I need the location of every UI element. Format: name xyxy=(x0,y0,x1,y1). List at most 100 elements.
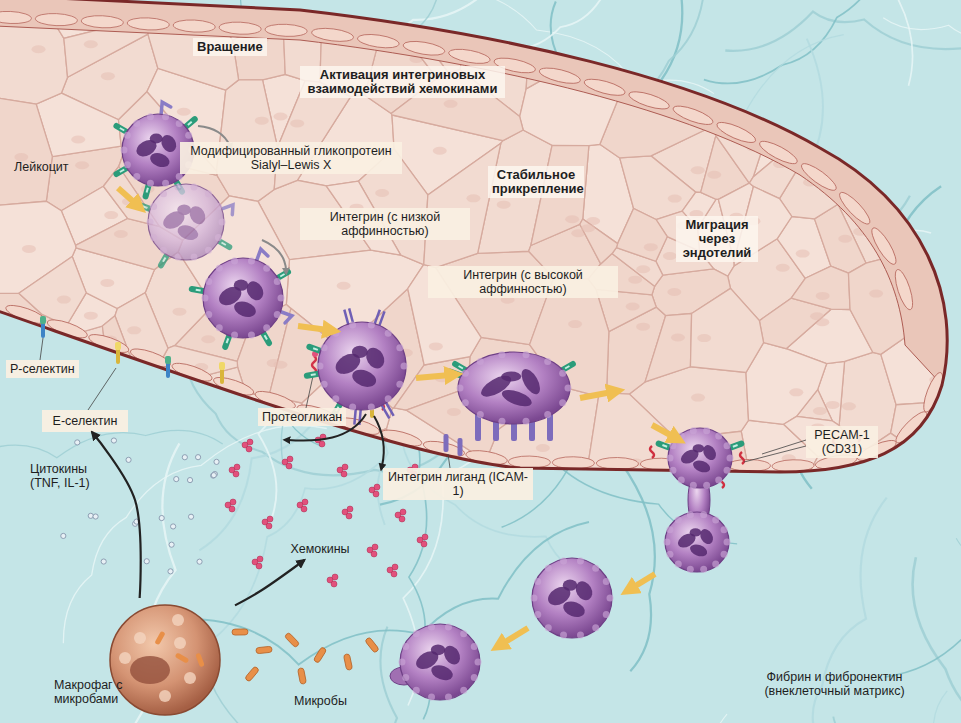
chemokine xyxy=(331,581,337,587)
membrane-ruffle xyxy=(666,526,673,533)
membrane-ruffle xyxy=(231,257,238,264)
molecule-label: PECAM-1 (CD31) xyxy=(806,426,878,458)
leukocyte xyxy=(139,183,233,265)
endothelial-cell xyxy=(140,420,226,495)
membrane-ruffle xyxy=(191,183,198,190)
cell-nucleus xyxy=(466,194,480,202)
wall-cell xyxy=(868,225,900,267)
cell-nucleus xyxy=(344,457,358,465)
ligand-stripe xyxy=(662,445,667,447)
membrane-ruffle xyxy=(278,295,285,302)
cell-nucleus xyxy=(337,282,351,290)
endothelial-cell xyxy=(583,393,676,495)
leukocyte xyxy=(450,351,573,424)
matrix-label: Фибрин и фибронектин (внеклеточный матри… xyxy=(742,668,927,700)
motion-arrows xyxy=(118,126,674,644)
signal-arrow xyxy=(92,432,141,598)
cell-nucleus xyxy=(201,335,215,343)
cell-nucleus xyxy=(100,279,114,287)
nucleus-lobe xyxy=(518,366,544,397)
nucleus-lobe xyxy=(698,527,716,547)
macrophage-body xyxy=(110,605,220,715)
cell-nucleus xyxy=(952,161,961,169)
membrane-ruffle xyxy=(690,482,697,489)
ingested-microbe xyxy=(195,653,204,668)
chemokine xyxy=(372,544,378,550)
chemokine xyxy=(371,551,377,557)
membrane-ruffle xyxy=(150,203,157,210)
membrane-ruffle xyxy=(603,611,610,618)
ligand-stripe xyxy=(196,289,201,292)
membrane-ruffle xyxy=(675,517,682,524)
cell-nucleus xyxy=(691,166,705,174)
e-selectin-head xyxy=(115,342,121,350)
ligand-stripe xyxy=(459,366,463,369)
cell-nucleus xyxy=(697,334,711,342)
membrane-ruffle xyxy=(248,257,255,264)
membrane-ruffle xyxy=(385,395,392,402)
cell-nucleus xyxy=(71,136,85,144)
cell-nucleus xyxy=(177,108,191,116)
cell-nucleus xyxy=(671,333,685,341)
nucleus-lobe xyxy=(352,346,368,358)
membrane-ruffle xyxy=(349,322,356,329)
wall-cell xyxy=(357,32,400,50)
nucleus-lobe xyxy=(691,458,712,474)
ligand-stripe xyxy=(120,170,124,173)
membrane-ruffle xyxy=(215,203,222,210)
leukocyte-body xyxy=(668,428,732,488)
ligand-stripe xyxy=(188,122,192,125)
membrane-ruffle xyxy=(368,403,375,410)
cell-nucleus xyxy=(594,23,608,31)
membrane-ruffle xyxy=(248,332,255,339)
ligand-stripe xyxy=(265,335,268,339)
chemokine xyxy=(400,509,406,515)
ingested-microbe xyxy=(175,652,190,663)
membrane-ruffle xyxy=(471,643,478,650)
membrane-ruffle xyxy=(462,370,469,377)
cell-nucleus xyxy=(104,211,118,219)
membrane-ruffle xyxy=(160,190,167,197)
wall-cell xyxy=(798,160,839,194)
wall-cell xyxy=(35,13,78,27)
membrane-ruffle xyxy=(724,442,731,449)
membrane-ruffle xyxy=(133,120,140,127)
cell-nucleus xyxy=(57,296,71,304)
endothelial-cell xyxy=(612,0,647,71)
membrane-ruffle xyxy=(534,578,541,585)
cytokine xyxy=(182,455,187,460)
endothelial-cell xyxy=(424,143,501,267)
membrane-ruffle xyxy=(191,254,198,261)
cytokine xyxy=(188,514,193,519)
ligand-stripe xyxy=(313,348,318,350)
wall-cell xyxy=(715,119,758,147)
endothelial-cell xyxy=(586,0,624,41)
cytokine xyxy=(134,519,139,524)
membrane-ruffle xyxy=(160,247,167,254)
chemokine xyxy=(421,541,427,547)
phagosome xyxy=(134,632,146,644)
microbe xyxy=(313,647,327,664)
cell-nucleus xyxy=(946,7,960,15)
chemokine xyxy=(302,499,308,505)
cytokine xyxy=(75,440,80,445)
endothelial-cell xyxy=(580,219,618,264)
pecam-1 xyxy=(650,446,654,458)
molecule-label: Модифицированный гликопротеин Sialyl–Lew… xyxy=(180,142,402,174)
p-selectin xyxy=(166,364,170,376)
membrane-ruffle xyxy=(700,511,707,518)
fiber xyxy=(202,634,442,723)
endothelial-cell xyxy=(853,79,943,187)
phagosome xyxy=(174,637,186,649)
leukocyte-body xyxy=(665,512,729,572)
cytokine xyxy=(174,476,179,481)
cell-nucleus xyxy=(932,420,946,428)
endothelial-cell xyxy=(928,0,961,53)
nucleus-lobe xyxy=(232,299,258,320)
cytokine xyxy=(211,473,216,478)
membrane-ruffle xyxy=(559,399,566,406)
